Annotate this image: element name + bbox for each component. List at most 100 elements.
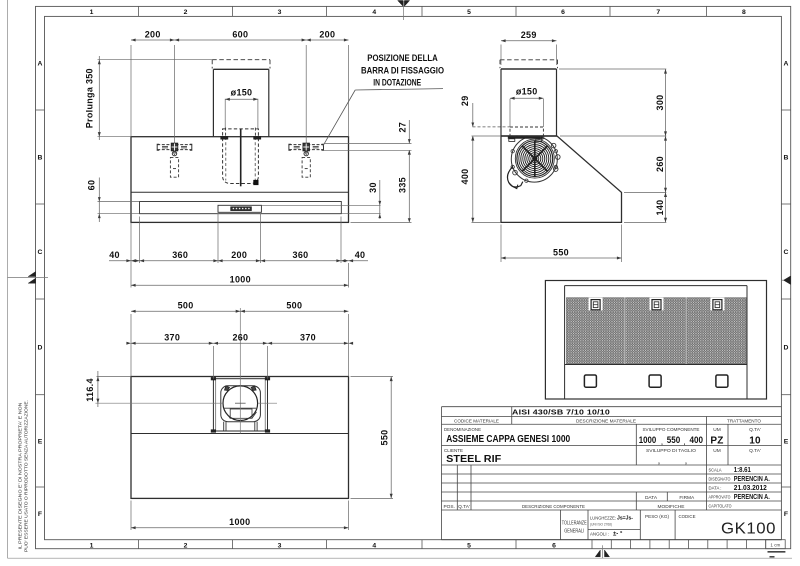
svg-text:1 cm: 1 cm <box>770 543 780 548</box>
svg-text:POS.: POS. <box>443 504 454 510</box>
svg-text:SCALA: SCALA <box>709 468 723 474</box>
svg-text:TRATTAMENTO: TRATTAMENTO <box>727 419 761 425</box>
svg-text:,: , <box>685 460 687 466</box>
svg-text:550: 550 <box>379 430 389 446</box>
svg-text:1000: 1000 <box>230 275 251 285</box>
svg-text:370: 370 <box>300 333 316 343</box>
svg-text:2: 2 <box>184 542 188 549</box>
svg-text:600: 600 <box>232 29 248 39</box>
svg-text:GENERALI: GENERALI <box>564 529 584 535</box>
svg-text:,: , <box>661 441 663 447</box>
svg-text:D: D <box>784 344 789 351</box>
svg-text:500: 500 <box>286 301 302 311</box>
svg-text:GK100: GK100 <box>721 521 776 538</box>
svg-text:10: 10 <box>749 436 761 447</box>
svg-text:(UNI ISO 2768): (UNI ISO 2768) <box>590 522 613 527</box>
svg-text:APPROVATO: APPROVATO <box>709 495 731 501</box>
svg-text:5: 5 <box>467 9 471 16</box>
svg-text:B: B <box>38 154 43 161</box>
svg-text:DESCRIZIONE MATERIALE: DESCRIZIONE MATERIALE <box>576 419 636 425</box>
svg-text:4: 4 <box>372 542 376 549</box>
svg-text:40: 40 <box>355 250 366 260</box>
svg-text:E: E <box>38 438 43 445</box>
svg-text:DATA :: DATA : <box>709 486 722 492</box>
svg-text:6: 6 <box>561 9 565 16</box>
svg-text:260: 260 <box>232 333 248 343</box>
svg-text:335: 335 <box>398 177 408 193</box>
svg-text:200: 200 <box>319 29 335 39</box>
svg-text:Js=Js-: Js=Js- <box>617 516 633 522</box>
svg-text:Q.TA': Q.TA' <box>749 427 761 433</box>
svg-text:4: 4 <box>372 9 376 16</box>
svg-text:1:8.61: 1:8.61 <box>734 465 751 474</box>
svg-text:CODICE MATERIALE: CODICE MATERIALE <box>454 419 499 425</box>
svg-text:F: F <box>38 511 42 518</box>
svg-text:B: B <box>784 154 789 161</box>
svg-text:550: 550 <box>553 247 569 257</box>
svg-text:DATA: DATA <box>645 495 658 501</box>
svg-text:STEEL RIF: STEEL RIF <box>446 453 502 465</box>
svg-text:Prolunga 350: Prolunga 350 <box>84 68 94 128</box>
svg-text:A: A <box>784 61 789 68</box>
svg-text:FIRMA: FIRMA <box>679 495 695 501</box>
svg-text:PERENCIN A.: PERENCIN A. <box>734 474 770 483</box>
svg-text:1: 1 <box>90 9 94 16</box>
svg-text:IL PRESENTE DISEGNO E' DI NOST: IL PRESENTE DISEGNO E' DI NOSTRA PROPRIE… <box>18 403 23 550</box>
svg-text:C: C <box>784 249 789 256</box>
svg-text:,: , <box>658 460 660 466</box>
svg-text:POSIZIONE DELLA: POSIZIONE DELLA <box>367 53 438 63</box>
svg-text:5: 5 <box>467 542 471 549</box>
svg-text:F: F <box>784 511 788 518</box>
svg-text:ø150: ø150 <box>516 87 538 97</box>
svg-text:A: A <box>38 61 43 68</box>
svg-text:27: 27 <box>398 122 408 133</box>
svg-text:Q.TA': Q.TA' <box>458 504 470 510</box>
svg-text:29: 29 <box>460 95 470 106</box>
svg-text:550: 550 <box>667 435 681 446</box>
svg-text:1000: 1000 <box>229 517 250 527</box>
svg-text:2: 2 <box>184 9 188 16</box>
svg-text:400: 400 <box>690 435 704 446</box>
svg-text:500: 500 <box>178 301 194 311</box>
svg-text:PUO' ESSERE USATO O RIPRODOTTO: PUO' ESSERE USATO O RIPRODOTTO SENZA AUT… <box>24 400 29 552</box>
svg-text:360: 360 <box>172 250 188 260</box>
svg-text:±- °: ±- ° <box>613 532 623 538</box>
svg-text:360: 360 <box>293 250 309 260</box>
svg-text:140: 140 <box>655 200 665 216</box>
svg-text:CODICE: CODICE <box>679 514 696 520</box>
svg-text:116.4: 116.4 <box>85 378 95 402</box>
svg-text:C: C <box>38 249 43 256</box>
svg-text:MODIFICHE: MODIFICHE <box>658 504 685 510</box>
svg-text:DENOMINAZIONE: DENOMINAZIONE <box>444 427 481 433</box>
svg-text:CAPITOLATO: CAPITOLATO <box>709 504 732 510</box>
svg-text:200: 200 <box>231 250 247 260</box>
svg-text:3: 3 <box>278 542 282 549</box>
svg-text:AISI 430/SB 7/10 10/10: AISI 430/SB 7/10 10/10 <box>512 407 610 416</box>
svg-text:60: 60 <box>86 180 96 191</box>
svg-text:LUNGHEZZE:: LUNGHEZZE: <box>590 515 616 520</box>
svg-text:1000: 1000 <box>639 435 657 446</box>
svg-text:SVILUPPO COMPONENTE: SVILUPPO COMPONENTE <box>643 427 700 433</box>
svg-text:DESCRIZIONE COMPONENTE: DESCRIZIONE COMPONENTE <box>522 504 585 510</box>
svg-text:ø150: ø150 <box>231 88 253 98</box>
svg-text:370: 370 <box>164 333 180 343</box>
svg-text:PESO (KG): PESO (KG) <box>645 514 669 520</box>
svg-text:1: 1 <box>90 542 94 549</box>
svg-text:UM: UM <box>713 427 720 433</box>
svg-text:IN DOTAZIONE: IN DOTAZIONE <box>373 77 421 87</box>
svg-text:200: 200 <box>145 29 161 39</box>
svg-text:ANGOLI :: ANGOLI : <box>590 531 609 536</box>
svg-text:400: 400 <box>460 169 470 185</box>
svg-text:30: 30 <box>368 182 378 193</box>
svg-text:D: D <box>38 344 43 351</box>
svg-text:300: 300 <box>655 95 665 111</box>
svg-text:PERENCIN A.: PERENCIN A. <box>734 492 770 501</box>
svg-text:TOLLERANZE: TOLLERANZE <box>562 521 588 527</box>
svg-text:ASSIEME CAPPA GENESI 1000: ASSIEME CAPPA GENESI 1000 <box>446 433 570 445</box>
svg-text:6: 6 <box>552 542 556 549</box>
svg-text:PZ: PZ <box>710 436 723 447</box>
svg-text:E: E <box>784 438 789 445</box>
svg-text:7: 7 <box>656 9 660 16</box>
svg-text:CLIENTE: CLIENTE <box>444 448 463 454</box>
svg-text:Q.TA': Q.TA' <box>749 448 761 454</box>
